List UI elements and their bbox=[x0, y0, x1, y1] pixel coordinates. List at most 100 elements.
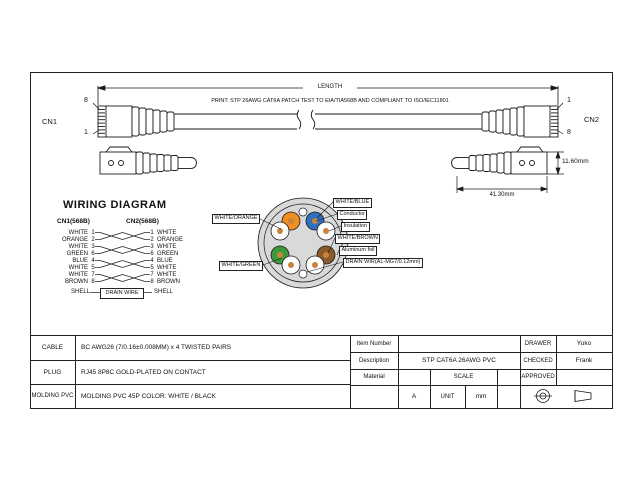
drawer-value: Yuko bbox=[576, 340, 592, 347]
pin-number-left: 4 bbox=[91, 257, 95, 264]
unit-label: UNIT bbox=[440, 393, 455, 400]
wire-color-right: ORANGE bbox=[157, 236, 184, 243]
unit-value: mm bbox=[475, 393, 487, 400]
pin-number-left: 7 bbox=[91, 271, 95, 278]
pin-1-left: 1 bbox=[84, 129, 88, 136]
pin-number-right: 7 bbox=[150, 271, 154, 278]
cn2-header: CN2(568B) bbox=[126, 218, 159, 225]
approved-label: APPROVED bbox=[521, 374, 555, 380]
material-value bbox=[398, 369, 430, 385]
wire-color-right: WHITE bbox=[157, 271, 177, 278]
table-line bbox=[556, 335, 557, 385]
pin-1-right: 1 bbox=[567, 97, 571, 104]
molding-row-label: MOLDING PVC bbox=[31, 393, 74, 399]
white-brown-label: WHITE/BROWN bbox=[335, 234, 381, 244]
table-line bbox=[75, 335, 76, 408]
wire-color-right: WHITE bbox=[157, 229, 177, 236]
material-label: Material bbox=[363, 374, 385, 380]
wire-color-right: BLUE bbox=[157, 257, 173, 264]
cable-row-value: BC AWG26 (7/0.16±0.008MM) x 4 TWISTED PA… bbox=[81, 344, 232, 351]
wire-color-left: WHITE bbox=[68, 271, 88, 278]
checked-label: CHECKED bbox=[523, 357, 553, 364]
item-number-label: Item Number bbox=[356, 340, 392, 347]
wiring-diagram-title: WIRING DIAGRAM bbox=[63, 199, 167, 211]
table-line bbox=[350, 335, 351, 408]
wire-color-left: BROWN bbox=[65, 278, 88, 285]
shell-right-label: SHELL bbox=[154, 289, 174, 295]
plug-row-value: RJ45 8P8C GOLD-PLATED ON CONTACT bbox=[81, 368, 206, 376]
pin-number-left: 8 bbox=[91, 278, 95, 285]
length-label: LENGTH bbox=[305, 84, 355, 91]
pin-number-right: 6 bbox=[150, 250, 154, 257]
pin-8-right: 8 bbox=[567, 129, 571, 136]
wire-color-left: WHITE bbox=[68, 264, 88, 271]
white-orange-label: WHITE/ORANGE bbox=[212, 214, 261, 224]
pin-number-right: 1 bbox=[150, 229, 154, 236]
aluminum-foil-label: Aluminum foil bbox=[339, 246, 378, 256]
checked-value: Frank bbox=[575, 357, 593, 364]
approved-value bbox=[556, 369, 612, 385]
pin-number-left: 1 bbox=[91, 229, 95, 236]
table-line bbox=[398, 335, 399, 408]
pin-8-left: 8 bbox=[84, 97, 88, 104]
description-label: Description bbox=[358, 357, 389, 364]
scale-value: A bbox=[411, 393, 417, 400]
plug-row-label: PLUG bbox=[43, 368, 62, 376]
pin-number-right: 3 bbox=[150, 243, 154, 250]
pin-number-right: 4 bbox=[150, 257, 154, 264]
cable-row-label: CABLE bbox=[41, 344, 64, 351]
table-line bbox=[30, 335, 612, 336]
shell-left-label: SHELL bbox=[70, 289, 90, 295]
wire-color-left: ORANGE bbox=[61, 236, 88, 243]
drawer-label: DRAWER bbox=[524, 340, 552, 347]
cn1-label: CN1 bbox=[42, 117, 58, 126]
item-number-value bbox=[398, 335, 520, 352]
drain-wire-box: DRAIN WIRE bbox=[100, 288, 144, 299]
width-dimension-label: 41.30mm bbox=[489, 191, 515, 198]
cn1-header: CN1(568B) bbox=[57, 218, 90, 225]
table-line bbox=[497, 369, 498, 408]
white-blue-label: WHITE/BLUE bbox=[333, 198, 372, 208]
pin-number-left: 5 bbox=[91, 264, 95, 271]
wire-color-right: WHITE bbox=[157, 243, 177, 250]
table-line bbox=[350, 369, 612, 370]
cn2-label: CN2 bbox=[584, 115, 600, 124]
height-dimension-label: 11.60mm bbox=[562, 158, 589, 165]
white-green-label: WHITE/GREEN bbox=[219, 261, 263, 271]
pin-number-left: 2 bbox=[91, 236, 95, 243]
wire-color-right: WHITE bbox=[157, 264, 177, 271]
table-line bbox=[520, 335, 521, 408]
wire-color-left: WHITE bbox=[68, 229, 88, 236]
drawing-frame bbox=[30, 72, 613, 409]
table-line bbox=[430, 369, 431, 408]
scale-label: SCALE bbox=[453, 374, 474, 380]
print-text: PRINT: STP 26AWG CAT6A PATCH TEST TO EIA… bbox=[211, 98, 449, 104]
wire-color-left: BLUE bbox=[72, 257, 88, 264]
pin-number-right: 8 bbox=[150, 278, 154, 285]
table-line bbox=[350, 385, 612, 386]
description-value: STP CAT6A 26AWG PVC bbox=[422, 357, 496, 364]
conductor-label: Conductor bbox=[337, 210, 368, 220]
table-line bbox=[350, 352, 612, 353]
insulation-label: Insulation bbox=[341, 222, 370, 232]
table-line bbox=[30, 360, 350, 361]
wire-color-left: WHITE bbox=[68, 243, 88, 250]
wire-color-right: GREEN bbox=[157, 250, 179, 257]
pin-number-left: 6 bbox=[91, 250, 95, 257]
pin-number-right: 2 bbox=[150, 236, 154, 243]
wire-color-right: BROWN bbox=[157, 278, 180, 285]
pin-number-right: 5 bbox=[150, 264, 154, 271]
pin-number-left: 3 bbox=[91, 243, 95, 250]
drain-wire-label: DRAIN WIR(AL-MG7/0.12mm) bbox=[343, 258, 423, 268]
table-line bbox=[465, 385, 466, 408]
table-line bbox=[30, 384, 350, 385]
wire-color-left: GREEN bbox=[66, 250, 88, 257]
